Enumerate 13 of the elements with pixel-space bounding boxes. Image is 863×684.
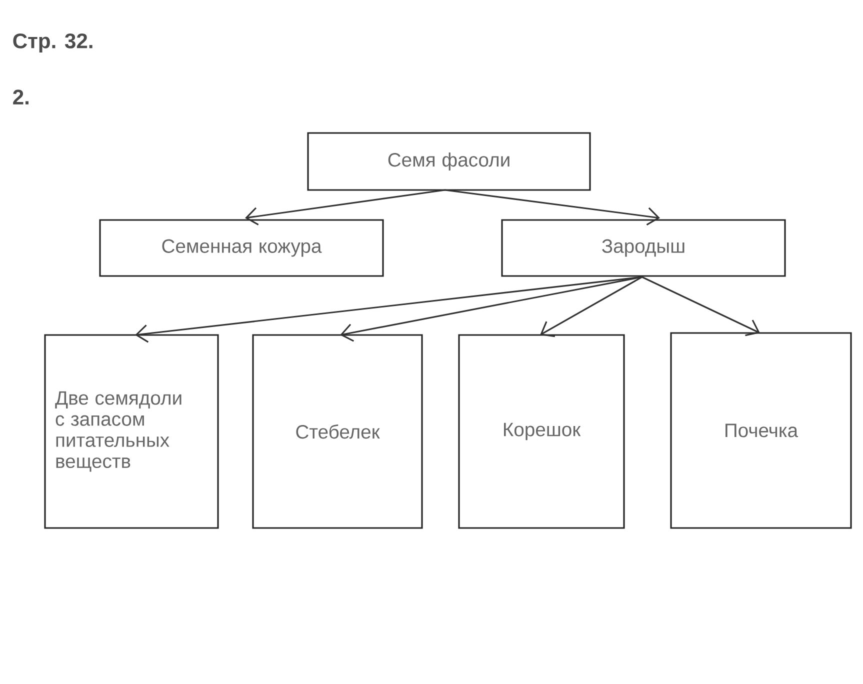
box: Семенная кожура (99, 219, 384, 277)
box: Семя фасоли (307, 132, 591, 191)
arrow (245, 189, 446, 226)
box: Корешок (458, 334, 625, 529)
heading: Стр. 32. (13, 33, 92, 53)
box: Две семядоли с запасом питательных веществ (44, 334, 219, 529)
arrow (444, 189, 660, 226)
arrow (540, 276, 642, 338)
arrow (642, 276, 760, 336)
box: Почечка (670, 332, 852, 529)
box: Стебелек (252, 334, 423, 529)
heading: 2. (13, 90, 28, 104)
box: Зародыш (501, 219, 786, 277)
